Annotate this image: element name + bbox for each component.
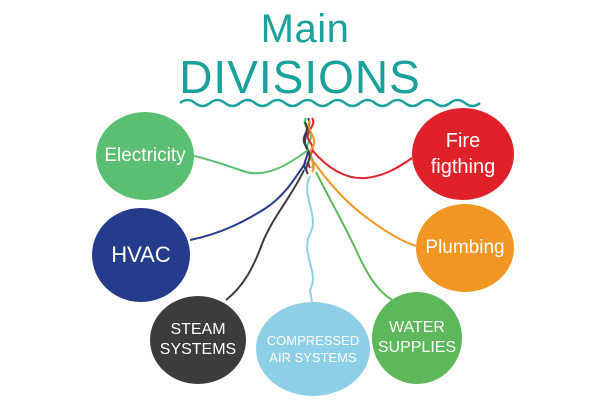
division-fire-fighting-label: Fire figthing — [430, 130, 496, 178]
division-hvac: HVAC — [92, 208, 190, 302]
wire-hvac — [189, 161, 307, 241]
division-fire-fighting: Fire figthing — [412, 108, 514, 200]
division-compressed-air-systems-label: COMPRESSED AIR SYSTEMS — [266, 333, 360, 365]
title-divisions: DIVISIONS — [179, 51, 421, 103]
title-wave-underline — [179, 98, 481, 108]
division-hvac-label: HVAC — [111, 242, 171, 267]
division-water-supplies: WATER SUPPLIES — [372, 292, 462, 384]
wire-fire — [311, 149, 413, 180]
division-electricity: Electricity — [96, 112, 194, 200]
wire-steam — [225, 169, 305, 301]
division-steam-systems: STEAM SYSTEMS — [150, 296, 246, 384]
division-steam-systems-label: STEAM SYSTEMS — [159, 321, 237, 358]
wire-electricity — [193, 149, 309, 175]
division-plumbing-label: Plumbing — [425, 237, 505, 258]
division-compressed-air-systems: COMPRESSED AIR SYSTEMS — [256, 302, 370, 396]
division-electricity-label: Electricity — [104, 145, 186, 166]
wire-compressed — [306, 175, 314, 303]
division-water-supplies-label: WATER SUPPLIES — [377, 319, 457, 356]
wire-plumbing — [313, 161, 417, 247]
title-main: Main — [260, 7, 350, 51]
division-plumbing: Plumbing — [416, 204, 514, 292]
wire-water — [315, 171, 393, 301]
